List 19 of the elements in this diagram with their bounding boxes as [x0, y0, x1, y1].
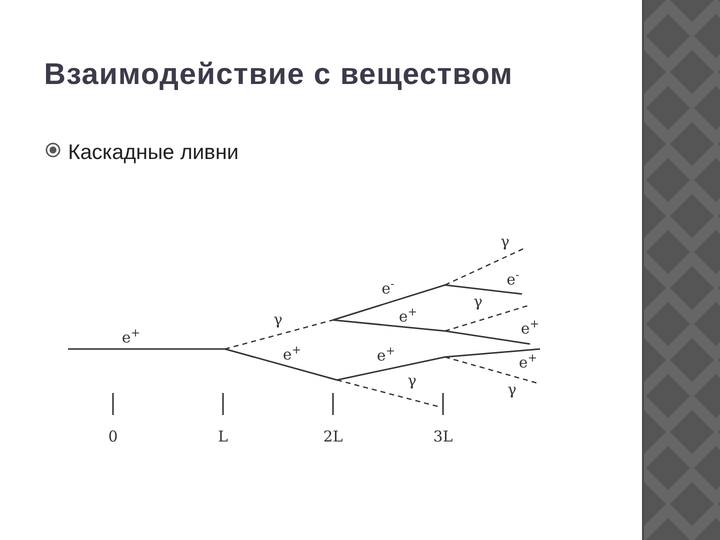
particle-label: e$^{+}$: [398, 310, 418, 324]
particle-label: e$^{-}$: [506, 272, 520, 288]
particle-label: e$^{+}$: [376, 348, 396, 364]
tick-label: 3L: [433, 430, 453, 444]
tick-label: 2L: [323, 430, 343, 444]
particle-label: γ: [408, 374, 416, 388]
particle-label: e$^{+}$: [282, 348, 302, 362]
particle-label: e$^{+}$: [518, 356, 538, 370]
tick-label: L: [218, 430, 228, 444]
particle-label: γ: [474, 294, 482, 310]
particle-label: e$^{+}$: [122, 330, 140, 346]
particle-label: γ: [500, 234, 510, 250]
slide-title: Взаимодействие с веществом: [44, 57, 513, 93]
particle-label: e$^{-}$: [382, 282, 394, 296]
tick-label: 0: [108, 430, 118, 444]
particle-label: e$^{+}$: [520, 322, 540, 336]
particle-label: γ: [508, 382, 516, 398]
bullet-text: Каскадные ливни: [68, 140, 239, 166]
particle-label: γ: [274, 312, 282, 328]
